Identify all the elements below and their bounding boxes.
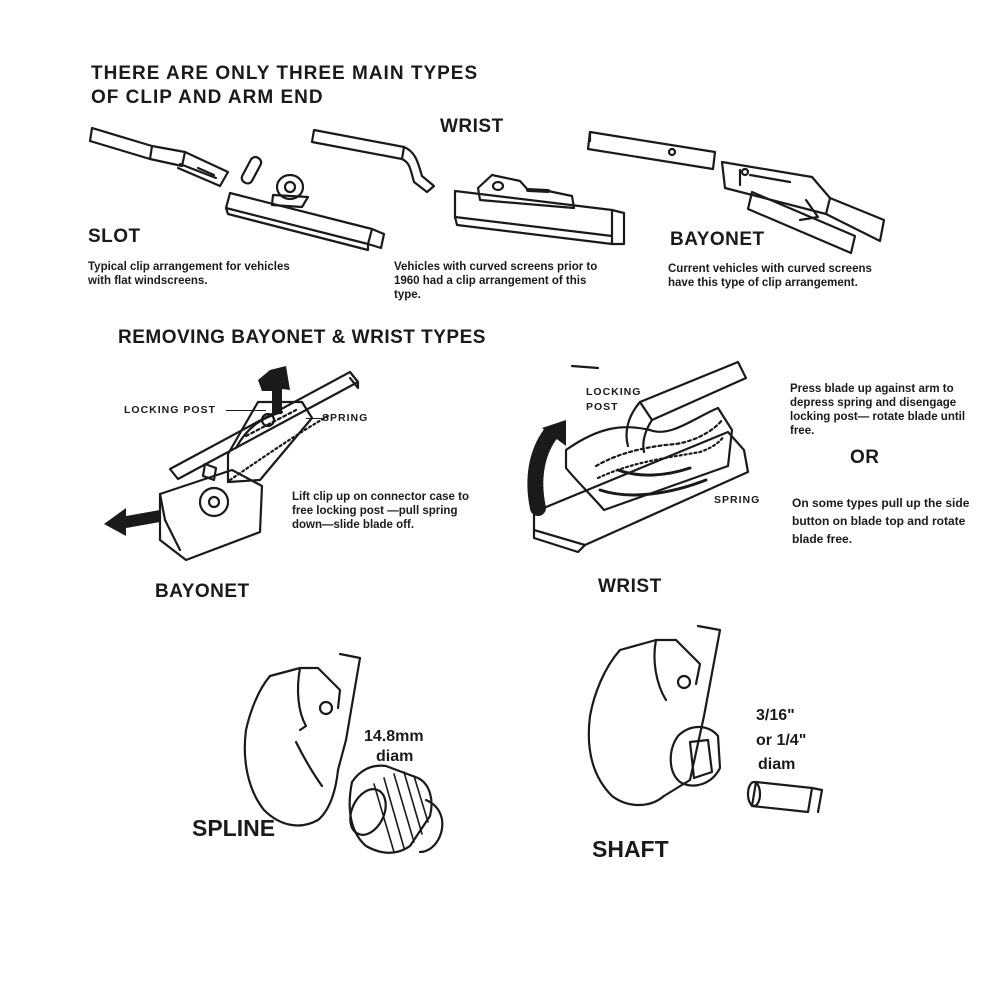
bayonet-caption: Current vehicles with curved screens hav… — [668, 263, 872, 289]
bayonet-removal-illustration — [158, 370, 360, 562]
bayonet-spring-callout: SPRING — [322, 412, 369, 424]
or-label: OR — [850, 447, 880, 468]
shaft-label: SHAFT — [592, 836, 669, 862]
bayonet-removal-caption: Lift clip up on connector case to free l… — [292, 491, 469, 531]
up-arrow-icon — [258, 366, 290, 414]
spline-label: SPLINE — [192, 815, 276, 841]
wrist-locking-callout: LOCKING — [586, 386, 642, 398]
wrist-caption: Vehicles with curved screens prior to 19… — [394, 261, 598, 301]
shaft-diameter-line2: or 1/4" — [756, 732, 807, 749]
left-arrow-icon — [104, 508, 160, 536]
spline-arm-illustration — [243, 652, 444, 854]
slot-clip-illustration — [88, 126, 386, 252]
spline-diameter-unit: diam — [376, 748, 414, 765]
main-heading-line2: OF CLIP AND ARM END — [91, 87, 324, 108]
main-heading-line1: THERE ARE ONLY THREE MAIN TYPES — [91, 63, 479, 84]
spline-diameter-value: 14.8mm — [364, 728, 424, 745]
slot-type-label: SLOT — [88, 226, 141, 247]
locking-post-leader — [226, 410, 266, 411]
wrist-removal-caption: Press blade up against arm to depress sp… — [790, 383, 966, 437]
wrist-removal-label: WRIST — [598, 576, 662, 597]
removing-title: REMOVING BAYONET & WRIST TYPES — [118, 327, 486, 348]
wrist-alt-caption: On some types pull up the side button on… — [792, 496, 970, 546]
wrist-type-label: WRIST — [440, 116, 504, 137]
shaft-diameter-line1: 3/16" — [756, 707, 795, 724]
rotate-arrow-icon — [527, 420, 566, 516]
bayonet-removal-label: BAYONET — [155, 581, 250, 602]
shaft-arm-illustration — [587, 624, 824, 814]
wrist-post-callout: POST — [586, 401, 619, 413]
bayonet-clip-illustration — [586, 130, 886, 255]
wrist-spring-callout: SPRING — [714, 494, 761, 506]
bayonet-type-label: BAYONET — [670, 229, 765, 250]
wrist-removal-illustration — [532, 360, 750, 554]
shaft-diameter-line3: diam — [758, 756, 796, 773]
spring-leader — [306, 418, 322, 419]
wrist-clip-illustration — [310, 128, 626, 246]
slot-caption: Typical clip arrangement for vehicles wi… — [88, 261, 290, 287]
main-heading: THERE ARE ONLY THREE MAIN TYPES OF CLIP … — [91, 62, 478, 110]
bayonet-locking-post-callout: LOCKING POST — [124, 404, 216, 416]
